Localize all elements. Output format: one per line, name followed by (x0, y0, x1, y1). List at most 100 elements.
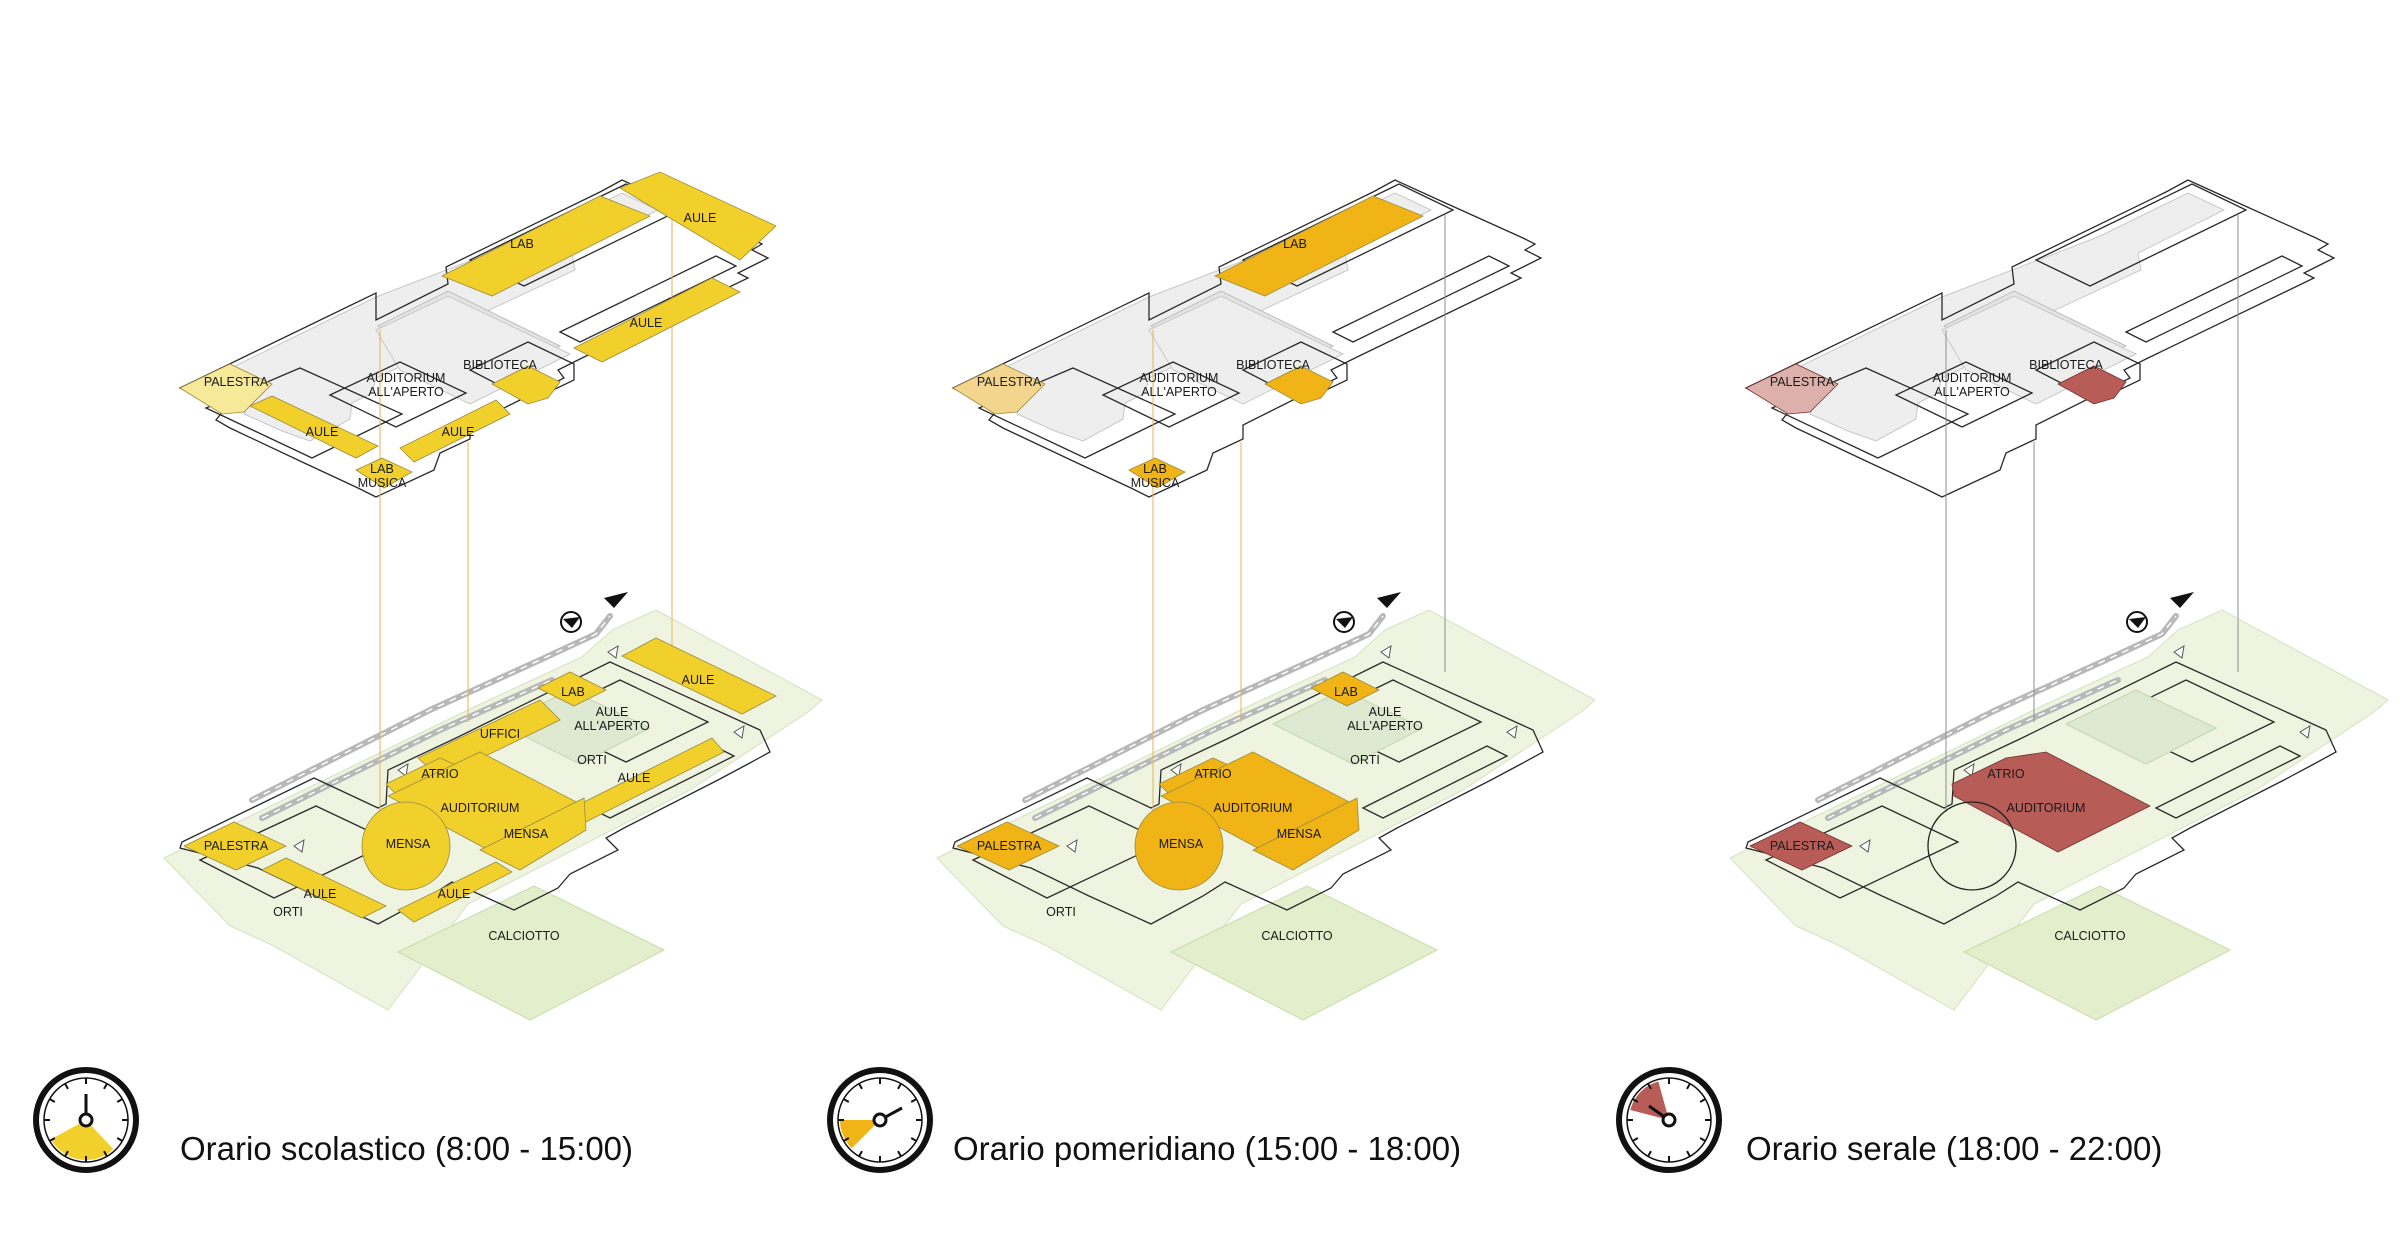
label-mensa: MENSA (1277, 827, 1322, 841)
label-aule: AULE (630, 316, 663, 330)
clock-tick (1647, 1150, 1652, 1157)
upper-floor-zones (952, 195, 1424, 489)
clock-tick (910, 1137, 917, 1142)
mensa-outline (1927, 801, 2017, 891)
label-aule: AULE (596, 705, 629, 719)
ground-labels: ATRIO AUDITORIUM PALESTRA CALCIOTTO (1770, 767, 2126, 943)
label-all-aperto: ALL'APERTO (1934, 385, 2010, 399)
label-mensa: MENSA (1159, 837, 1204, 851)
label-lab: LAB (1143, 462, 1167, 476)
label-lab: LAB (1283, 237, 1307, 251)
label-orti: ORTI (577, 753, 607, 767)
zone-palestra (1745, 363, 1839, 415)
upper-floor-zones (179, 171, 777, 489)
label-palestra: PALESTRA (1770, 839, 1835, 853)
zone-biblioteca (491, 365, 561, 405)
zone-palestra (183, 821, 287, 871)
label-auditorium: AUDITORIUM (2007, 801, 2086, 815)
label-biblioteca: BIBLIOTECA (463, 358, 537, 372)
clock-tick (116, 1098, 123, 1103)
clock-tick (1686, 1083, 1691, 1090)
caption-school-hours: Orario scolastico (8:00 - 15:00) (180, 1130, 633, 1167)
zone-palestra (1749, 821, 1853, 871)
zone-lab (537, 671, 607, 707)
ground-labels: AULE LAB AULE ALL'APERTO UFFICI ORTI AUL… (204, 673, 715, 943)
clock-tick (858, 1083, 863, 1090)
zone-aule-top (619, 171, 777, 261)
label-palestra: PALESTRA (204, 375, 269, 389)
label-orti: ORTI (1046, 905, 1076, 919)
clock-tick (1632, 1137, 1639, 1142)
ground-floor-zones (956, 671, 1380, 891)
clock-tick (49, 1137, 56, 1142)
label-aule: AULE (306, 425, 339, 439)
clock-tick (64, 1083, 69, 1090)
label-all-aperto: ALL'APERTO (368, 385, 444, 399)
clock-tick (910, 1098, 917, 1103)
zone-palestra (179, 363, 273, 415)
zone-aule-mid (399, 399, 511, 463)
panel-school-hours: LAB AULE AULE PALESTRA AULE AULE AUDITOR… (36, 171, 822, 1170)
upper-floor-zones (1745, 363, 2127, 415)
label-aule: AULE (1369, 705, 1402, 719)
label-all-aperto: ALL'APERTO (1141, 385, 1217, 399)
label-auditorium: AUDITORIUM (1933, 371, 2012, 385)
label-auditorium: AUDITORIUM (367, 371, 446, 385)
label-orti: ORTI (1350, 753, 1380, 767)
label-musica: MUSICA (1131, 476, 1180, 490)
zone-aule-right (573, 277, 741, 363)
clock-tick (103, 1083, 108, 1090)
label-uffici: UFFICI (480, 727, 520, 741)
upper-labels: LAB AULE AULE PALESTRA AULE AULE AUDITOR… (204, 211, 717, 490)
zone-aule-ne (621, 637, 777, 715)
label-aule: AULE (438, 887, 471, 901)
label-all-aperto: ALL'APERTO (1347, 719, 1423, 733)
label-aule: AULE (304, 887, 337, 901)
label-lab: LAB (370, 462, 394, 476)
label-atrio: ATRIO (421, 767, 459, 781)
clock-icon (830, 1070, 930, 1170)
clock-icon (36, 1070, 136, 1170)
label-biblioteca: BIBLIOTECA (2029, 358, 2103, 372)
vertical-connectors (1152, 214, 1446, 812)
clock-tick (897, 1083, 902, 1090)
caption-afternoon-hours: Orario pomeridiano (15:00 - 18:00) (953, 1130, 1461, 1167)
label-aule: AULE (682, 673, 715, 687)
label-mensa: MENSA (504, 827, 549, 841)
label-mensa: MENSA (386, 837, 431, 851)
zone-lab (1310, 671, 1380, 707)
zone-mensa-circle (361, 801, 451, 891)
clock-tick (858, 1150, 863, 1157)
clock-tick (1632, 1098, 1639, 1103)
clock-tick (1647, 1083, 1652, 1090)
clock-icon (1619, 1070, 1719, 1170)
vertical-connectors (1945, 214, 2239, 812)
zone-mensa-east (1252, 797, 1360, 871)
upper-labels: LAB PALESTRA AUDITORIUM ALL'APERTO BIBLI… (977, 237, 1311, 490)
zone-lab (441, 195, 651, 297)
label-atrio: ATRIO (1194, 767, 1232, 781)
label-atrio: ATRIO (1987, 767, 2025, 781)
label-calciotto: CALCIOTTO (488, 929, 560, 943)
zone-lab-musica (355, 457, 413, 489)
ground-labels: LAB AULE ALL'APERTO ORTI ATRIO AUDITORIU… (977, 685, 1423, 943)
zone-biblioteca (1264, 365, 1334, 405)
caption-evening-hours: Orario serale (18:00 - 22:00) (1746, 1130, 2162, 1167)
label-calciotto: CALCIOTTO (2054, 929, 2126, 943)
panel-afternoon-hours: LAB PALESTRA AUDITORIUM ALL'APERTO BIBLI… (830, 179, 1595, 1170)
upper-labels: PALESTRA AUDITORIUM ALL'APERTO BIBLIOTEC… (1770, 358, 2104, 399)
panel-evening-hours: PALESTRA AUDITORIUM ALL'APERTO BIBLIOTEC… (1619, 179, 2388, 1170)
label-palestra: PALESTRA (977, 839, 1042, 853)
zone-palestra (952, 363, 1046, 415)
clock-tick (103, 1150, 108, 1157)
label-calciotto: CALCIOTTO (1261, 929, 1333, 943)
zone-palestra (956, 821, 1060, 871)
vertical-connectors (379, 214, 673, 812)
zone-biblioteca (2057, 365, 2127, 405)
label-aule: AULE (618, 771, 651, 785)
label-auditorium: AUDITORIUM (1214, 801, 1293, 815)
clock-tick (843, 1098, 850, 1103)
clock-tick (64, 1150, 69, 1157)
clock-tick (1686, 1150, 1691, 1157)
label-palestra: PALESTRA (1770, 375, 1835, 389)
